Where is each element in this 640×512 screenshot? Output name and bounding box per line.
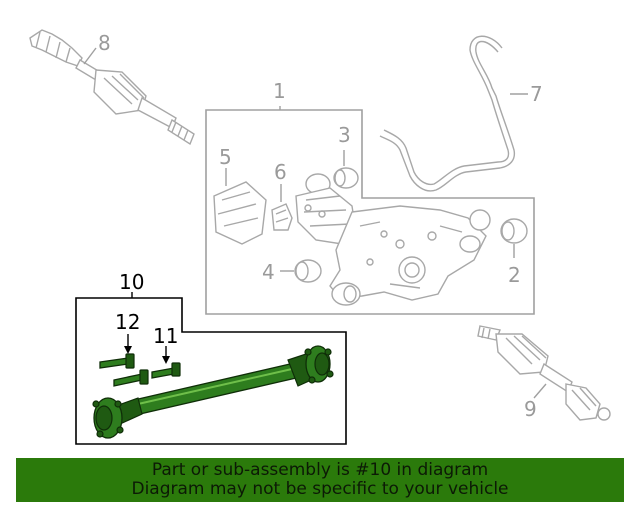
differential-cover <box>213 181 267 245</box>
assembly-box-1 <box>205 109 535 315</box>
assembly-box-10 <box>75 297 347 445</box>
drive-shaft <box>92 345 334 439</box>
bolt-11 <box>151 362 181 379</box>
callout-9: 9 <box>524 397 537 421</box>
banner-line-2: Diagram may not be specific to your vehi… <box>131 479 509 499</box>
half-shaft-left <box>29 29 195 146</box>
bushing-top <box>333 167 359 189</box>
callout-2: 2 <box>508 263 521 287</box>
vent-tube <box>379 35 516 192</box>
differential-housing <box>295 173 491 306</box>
bolt-12 <box>99 353 149 387</box>
callout-11: 11 <box>153 324 178 348</box>
callout-3: 3 <box>338 123 351 147</box>
callout-4: 4 <box>262 260 275 284</box>
bushing-right <box>500 218 528 244</box>
callout-10: 10 <box>119 270 144 294</box>
info-banner: Part or sub-assembly is #10 in diagram D… <box>16 458 624 502</box>
callout-6: 6 <box>274 160 287 184</box>
callout-7: 7 <box>530 82 543 106</box>
parts-diagram: 8 7 1 5 6 3 <box>29 29 611 445</box>
callout-8: 8 <box>98 31 111 55</box>
half-shaft-right <box>477 325 611 421</box>
callout-1: 1 <box>273 79 286 103</box>
gasket <box>271 203 293 231</box>
callout-5: 5 <box>219 145 232 169</box>
banner-line-1: Part or sub-assembly is #10 in diagram <box>151 460 489 480</box>
callout-12: 12 <box>115 310 140 334</box>
bushing-left <box>294 259 322 283</box>
